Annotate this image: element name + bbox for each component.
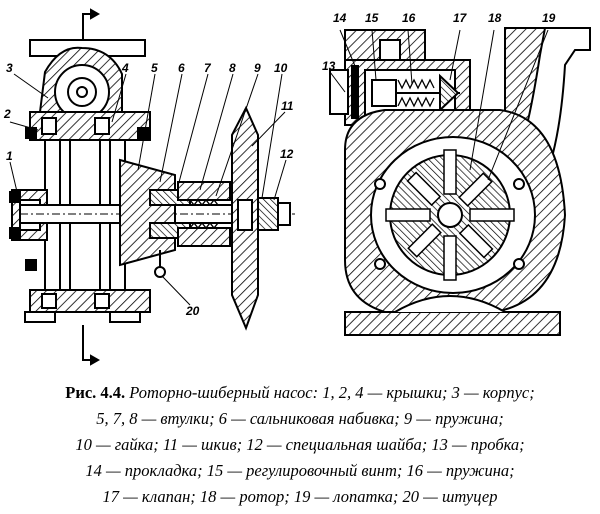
label-19: 19 <box>542 11 556 25</box>
label-15: 15 <box>365 11 379 25</box>
caption-line-2: 5, 7, 8 — втулки; 6 — сальниковая набивк… <box>96 409 504 428</box>
label-3: 3 <box>6 61 13 75</box>
caption-line-3: 10 — гайка; 11 — шкив; 12 — специальная … <box>75 435 525 454</box>
pump-drawing: 1 2 3 4 5 6 7 8 9 10 11 12 13 14 15 16 1… <box>3 8 591 366</box>
label-13: 13 <box>322 59 336 73</box>
label-18: 18 <box>488 11 502 25</box>
caption-line-5: 17 — клапан; 18 — ротор; 19 — лопатка; 2… <box>102 487 498 506</box>
label-11: 11 <box>281 99 294 113</box>
caption-text-1: Роторно-шиберный насос: 1, 2, 4 — крышки… <box>129 383 535 402</box>
label-1: 1 <box>6 149 13 163</box>
side-section-view <box>9 8 295 366</box>
label-20: 20 <box>185 304 200 318</box>
label-10: 10 <box>274 61 288 75</box>
front-section-view <box>329 27 591 336</box>
figure-caption: Рис. 4.4. Роторно-шиберный насос: 1, 2, … <box>6 380 594 510</box>
label-6: 6 <box>178 61 185 75</box>
caption-line-4: 14 — прокладка; 15 — регулировочный винт… <box>85 461 515 480</box>
label-4: 4 <box>121 61 129 75</box>
label-7: 7 <box>204 61 212 75</box>
label-5: 5 <box>151 61 158 75</box>
label-12: 12 <box>280 147 294 161</box>
caption-lead: Рис. 4.4. <box>65 383 126 402</box>
part-labels: 1 2 3 4 5 6 7 8 9 10 11 12 13 14 15 16 1… <box>3 11 556 318</box>
label-9: 9 <box>254 61 261 75</box>
label-17: 17 <box>453 11 468 25</box>
caption-line-1: Рис. 4.4. Роторно-шиберный насос: 1, 2, … <box>6 380 594 406</box>
label-2: 2 <box>3 107 11 121</box>
label-14: 14 <box>333 11 347 25</box>
label-16: 16 <box>402 11 416 25</box>
label-8: 8 <box>229 61 236 75</box>
